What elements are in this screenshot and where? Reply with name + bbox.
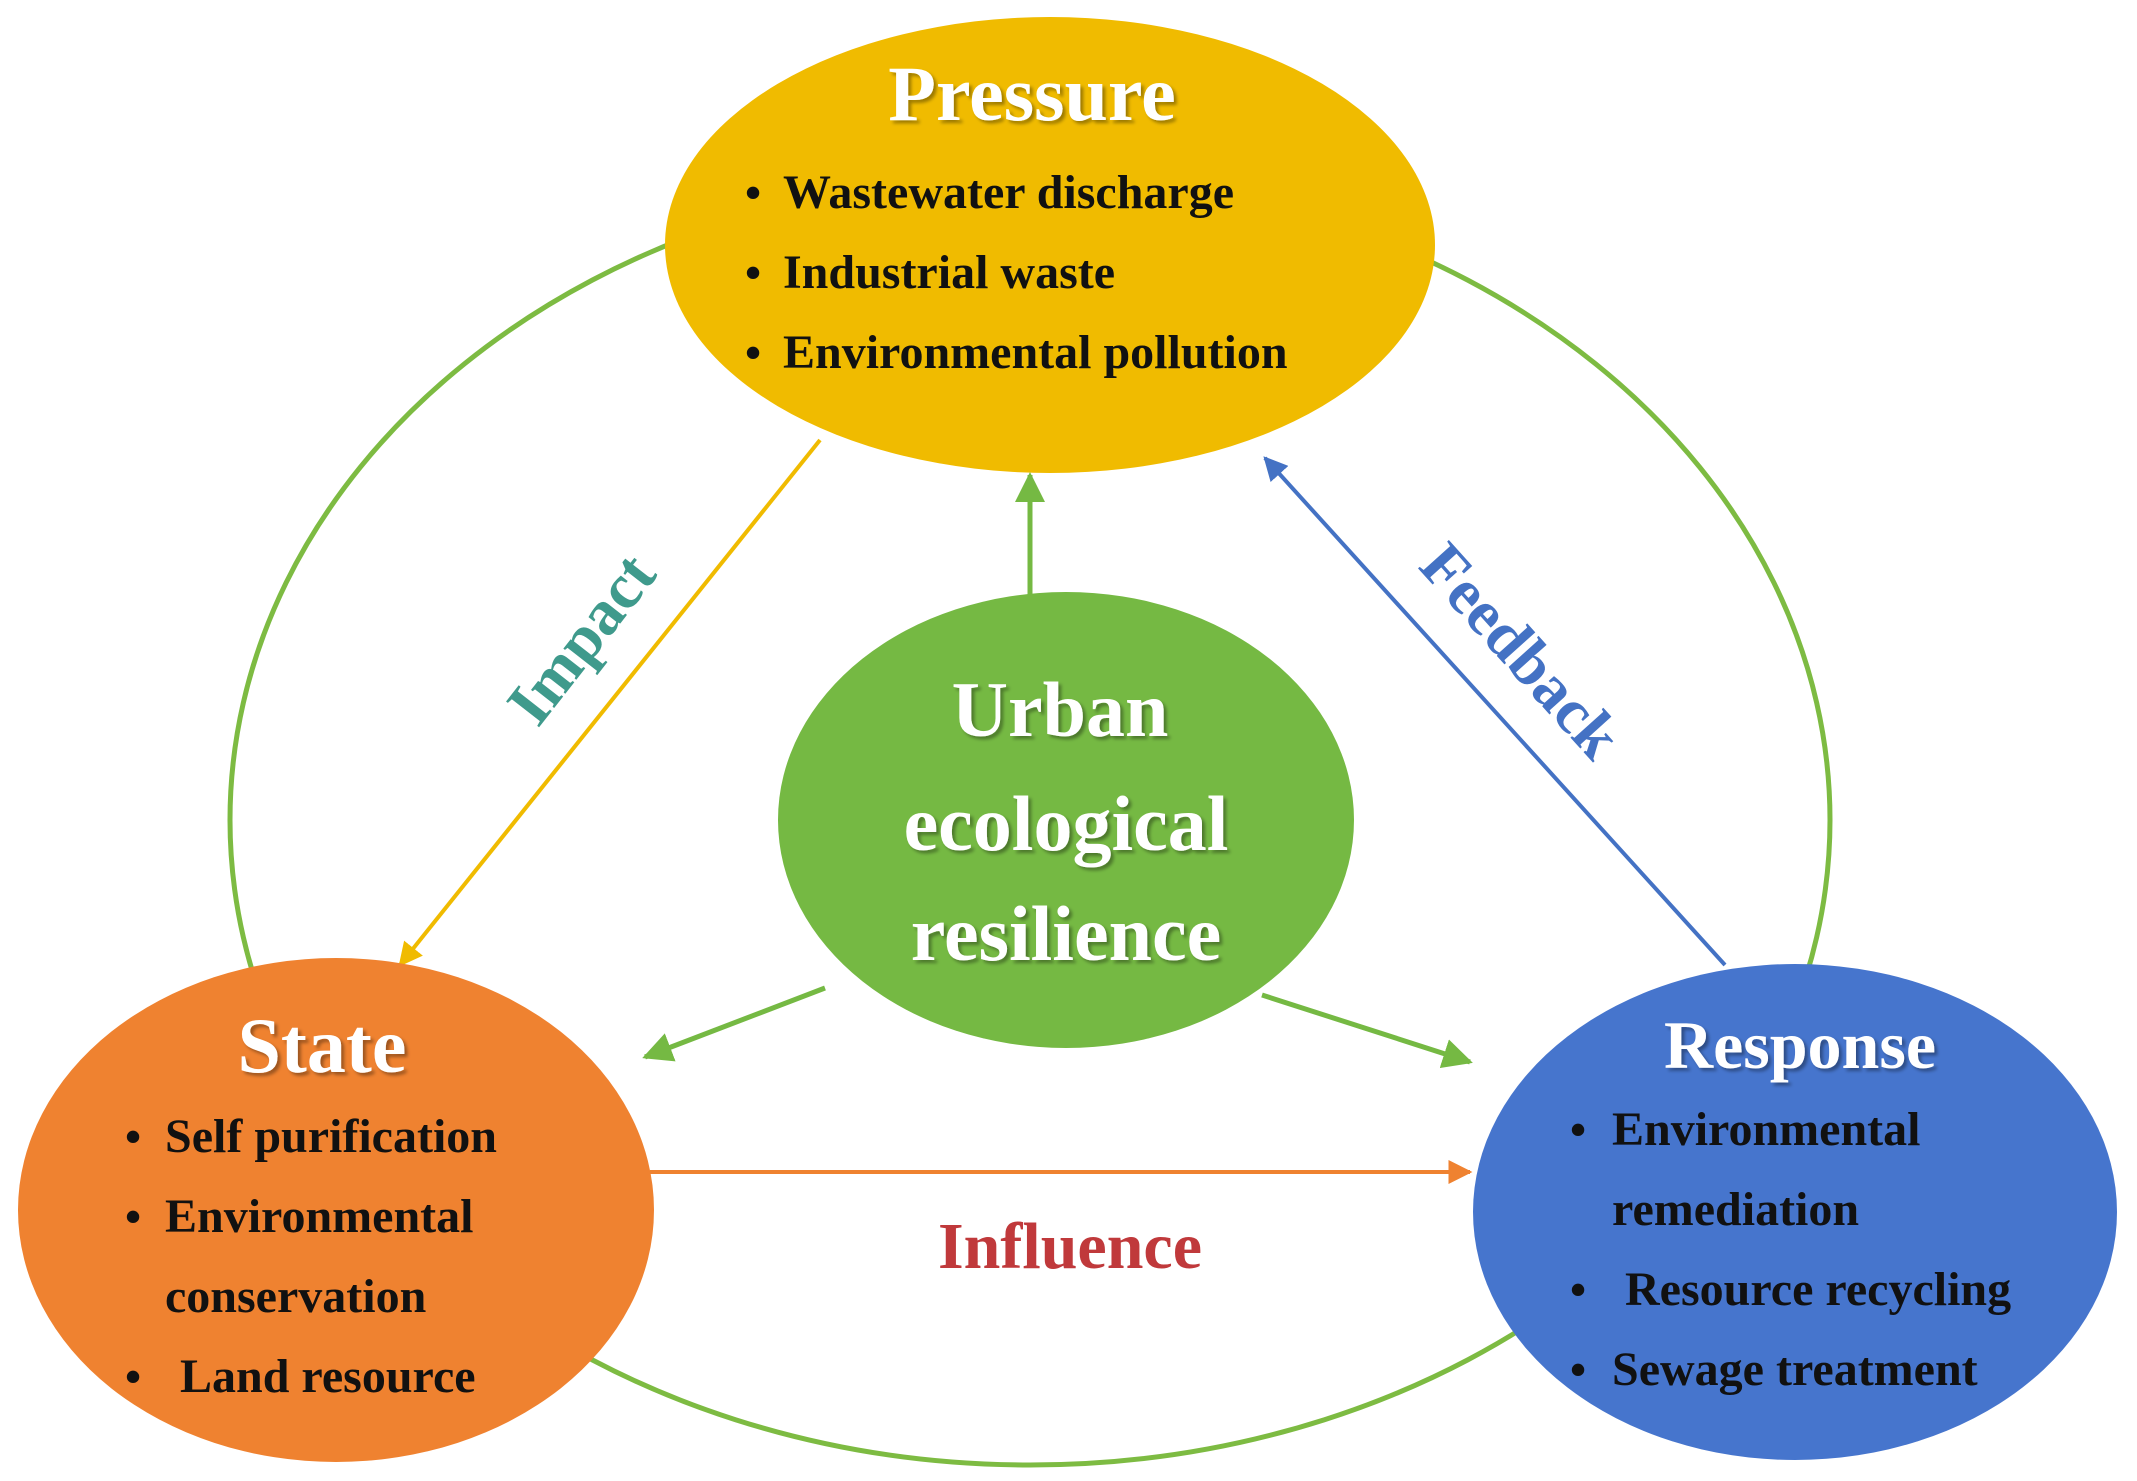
state-bullet: •	[125, 1111, 141, 1162]
response-title: Response	[1664, 1007, 1936, 1083]
state-items: • Self purification • Environmental cons…	[125, 1110, 497, 1403]
response-item: Sewage treatment	[1612, 1343, 1978, 1396]
pressure-bullet: •	[745, 167, 761, 218]
response-item: Environmental	[1612, 1103, 1920, 1156]
state-title: State	[238, 1002, 407, 1089]
pressure-node	[665, 17, 1435, 473]
state-bullet: •	[125, 1191, 141, 1242]
center-title-line: Urban	[952, 666, 1169, 753]
response-node	[1473, 964, 2117, 1460]
pressure-title: Pressure	[888, 50, 1175, 137]
response-item: remediation	[1612, 1183, 1859, 1236]
influence-label: Influence	[938, 1210, 1202, 1283]
pressure-item: Wastewater discharge	[783, 166, 1234, 219]
center-title-line: ecological	[904, 780, 1229, 867]
response-items: • Environmental remediation • Resource r…	[1570, 1103, 2011, 1396]
feedback-arrow	[1263, 456, 1727, 967]
pressure-bullet: •	[745, 327, 761, 378]
center-to-state-arrow	[642, 985, 826, 1062]
pressure-item: Environmental pollution	[783, 326, 1288, 379]
state-item: Environmental	[165, 1190, 473, 1243]
state-node	[18, 958, 654, 1462]
urban-ecological-resilience-node	[778, 592, 1354, 1048]
response-bullet: •	[1570, 1104, 1586, 1155]
state-item: conservation	[165, 1270, 426, 1323]
response-item: Resource recycling	[1625, 1263, 2011, 1316]
impact-label: Impact	[493, 539, 670, 737]
center-title-line: resilience	[911, 890, 1221, 977]
center-to-response-arrow	[1261, 992, 1473, 1068]
pressure-item: Industrial waste	[783, 246, 1115, 299]
response-bullet: •	[1570, 1344, 1586, 1395]
state-item: Land resource	[180, 1350, 476, 1403]
response-bullet: •	[1570, 1264, 1586, 1315]
pressure-bullet: •	[745, 247, 761, 298]
state-bullet: •	[125, 1351, 141, 1402]
state-item: Self purification	[165, 1110, 497, 1163]
pressure-items: • Wastewater discharge • Industrial wast…	[745, 166, 1288, 379]
impact-arrow	[398, 438, 822, 967]
